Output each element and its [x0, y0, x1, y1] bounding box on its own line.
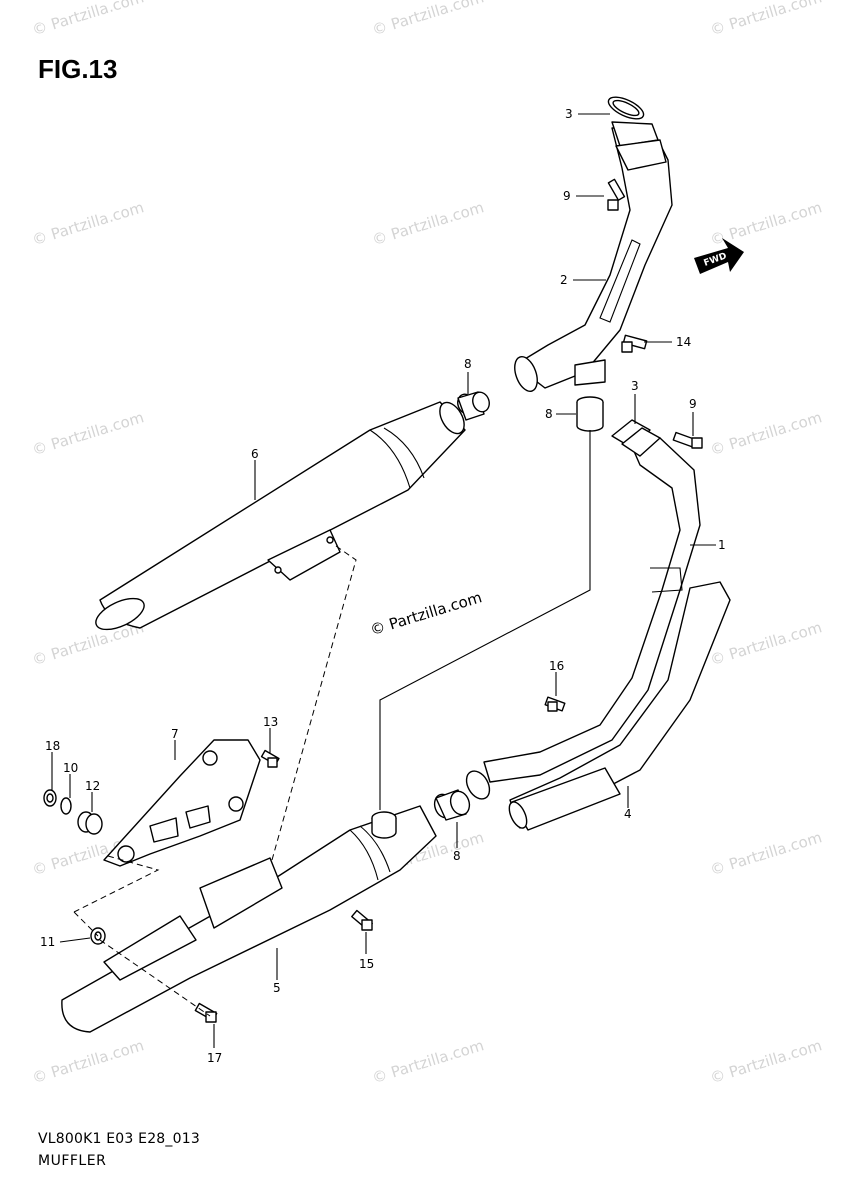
callout-12: 12: [85, 779, 100, 793]
callout-17: 17: [207, 1051, 222, 1065]
callout-10: 10: [63, 761, 78, 775]
callout-4: 4: [624, 807, 632, 821]
exhaust-pipe-part-1: [465, 437, 701, 800]
joint-part-8-lower: [433, 789, 471, 821]
figure-name: MUFFLER: [38, 1153, 107, 1169]
callout-18: 18: [45, 739, 60, 753]
bolt-part-16: [544, 696, 566, 712]
callout-6: 6: [251, 447, 259, 461]
callout-16: 16: [549, 659, 564, 673]
callout-13: 13: [263, 715, 278, 729]
bolt-part-17: [194, 1002, 218, 1023]
gasket-part-3-lower: [611, 419, 661, 457]
bracket-part-7: [103, 739, 261, 867]
callout-1: 1: [718, 538, 726, 552]
gasket-part-3-top: [607, 96, 645, 120]
exhaust-pipe-part-2: [514, 121, 673, 392]
bolt-part-9-top: [607, 178, 626, 211]
muffler-part-5: [61, 805, 437, 1033]
cushion-part-12: [77, 811, 103, 835]
callout-9: 9: [563, 189, 571, 203]
figure-title: FIG.13: [38, 54, 118, 84]
muffler-part-6: [95, 401, 466, 631]
callout-8: 8: [545, 407, 553, 421]
nut-part-18: [43, 789, 57, 807]
washer-part-10: [60, 797, 72, 815]
bolt-part-15: [351, 909, 373, 931]
bolt-part-9-lower: [672, 431, 703, 449]
callout-14: 14: [676, 335, 691, 349]
fwd-arrow-icon: FWD: [694, 238, 744, 274]
leader-lines: [51, 113, 716, 1048]
callout-15: 15: [359, 957, 374, 971]
figure-code: VL800K1 E03 E28_013: [38, 1131, 200, 1147]
callout-8: 8: [464, 357, 472, 371]
callout-5: 5: [273, 981, 281, 995]
pipe-cover-part-4: [508, 581, 731, 831]
callout-3: 3: [631, 379, 639, 393]
bolt-part-14: [621, 334, 648, 353]
joint-part-8-upper-left: [457, 391, 490, 421]
bolt-part-13: [260, 749, 280, 768]
callout-2: 2: [560, 273, 568, 287]
callout-7: 7: [171, 727, 179, 741]
callout-9: 9: [689, 397, 697, 411]
callout-numbers: 3 9 2 8 8 3 9 14 6 1 7 13 16 18 10 12 4 …: [40, 107, 726, 1065]
callout-11: 11: [40, 935, 55, 949]
joint-part-8-upper-right: [576, 396, 604, 432]
callout-8: 8: [453, 849, 461, 863]
assembly-guide-lines: [73, 430, 591, 1017]
callout-3: 3: [565, 107, 573, 121]
